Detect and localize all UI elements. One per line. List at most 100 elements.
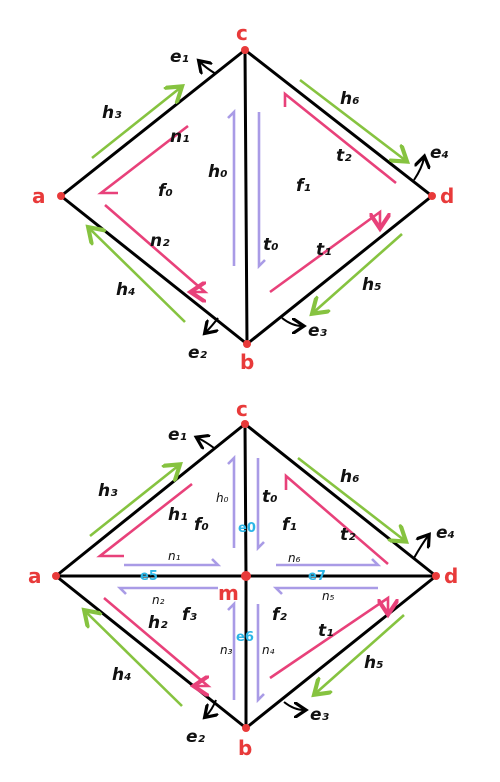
bottom-halfedge-n3-label: n₃ bbox=[220, 643, 233, 657]
bottom-vertex-a-dot bbox=[52, 572, 60, 580]
bottom-vertex-m-dot bbox=[241, 571, 251, 581]
bottom-halfedge-n0-label: h₀ bbox=[216, 491, 229, 505]
bottom-halfedge-h4-arrow bbox=[86, 612, 183, 707]
bottom-vertex-b-label: b bbox=[238, 736, 252, 760]
bottom-halfedge-h1-arrow bbox=[96, 482, 193, 558]
bottom-new-edge-e6-label: e6 bbox=[236, 630, 254, 645]
bottom-halfedge-n1-arrow bbox=[124, 558, 222, 567]
bottom-new-edge-e7-label: e7 bbox=[308, 569, 326, 584]
bottom-edge-e3-arrow bbox=[283, 701, 304, 710]
bottom-edge-b-d bbox=[244, 574, 438, 730]
bottom-edge-a-c bbox=[54, 422, 247, 578]
top-edge-e3-label: e₃ bbox=[308, 321, 328, 341]
top-halfedge-h3-arrow bbox=[91, 88, 180, 160]
bottom-new-edge-e5-label: e5 bbox=[140, 569, 158, 584]
bottom-halfedge-n5-arrow bbox=[272, 586, 378, 595]
top-vertex-a-label: a bbox=[32, 184, 46, 208]
top-vertex-b-label: b bbox=[240, 350, 254, 374]
bottom-face-f1-label: f₁ bbox=[282, 515, 297, 535]
top-halfedge-t2-label: t₂ bbox=[336, 146, 352, 166]
top-halfedge-t0-label: t₀ bbox=[263, 235, 279, 255]
top-edge-a-c bbox=[59, 48, 247, 198]
bottom-edge-c-m bbox=[243, 422, 248, 578]
bottom-vertex-d-label: d bbox=[444, 564, 458, 588]
top-edge-e1-arrow bbox=[200, 62, 217, 75]
bottom-halfedge-h3-arrow bbox=[89, 466, 178, 538]
bottom-halfedge-h5-label: h₅ bbox=[364, 653, 384, 673]
bottom-halfedge-h1-label: h₁ bbox=[168, 505, 188, 525]
bottom-edge-e3-label: e₃ bbox=[310, 705, 330, 725]
bottom-halfedge-h6-label: h₆ bbox=[340, 467, 360, 487]
bottom-vertex-m-label: m bbox=[218, 581, 239, 605]
top-face-f0-label: f₀ bbox=[158, 181, 173, 201]
bottom-halfedge-n5-label: n₅ bbox=[322, 589, 335, 603]
bottom-diagram: a b c d m e₁ e₂ e₃ e₄ e0 e5 e6 e7 h₃ h₄ … bbox=[28, 397, 458, 760]
top-edge-b-d bbox=[245, 194, 434, 346]
bottom-face-f3-label: f₃ bbox=[182, 605, 197, 625]
bottom-halfedge-t0-arrow bbox=[256, 458, 265, 552]
bottom-halfedge-n1-label: n₁ bbox=[168, 549, 181, 563]
top-vertex-d-dot bbox=[428, 192, 436, 200]
bottom-vertex-c-label: c bbox=[236, 397, 248, 421]
top-vertex-d-label: d bbox=[440, 184, 454, 208]
bottom-halfedge-t1-label: t₁ bbox=[318, 621, 334, 641]
top-vertex-b-dot bbox=[243, 340, 251, 348]
bottom-vertex-b-dot bbox=[242, 724, 250, 732]
bottom-halfedge-n4-label: n₄ bbox=[262, 643, 275, 657]
top-halfedge-t1-arrow bbox=[269, 209, 380, 294]
bottom-halfedge-h0-arrow bbox=[227, 454, 236, 548]
bottom-edge-e2-label: e₂ bbox=[186, 727, 206, 747]
bottom-edge-e4-arrow bbox=[413, 536, 428, 559]
bottom-vertex-d-dot bbox=[432, 572, 440, 580]
bottom-halfedge-n2-arrow bbox=[116, 586, 218, 595]
bottom-halfedge-t2-arrow bbox=[284, 473, 389, 565]
top-edge-e4-arrow bbox=[413, 158, 424, 181]
top-edge-e2-label: e₂ bbox=[188, 343, 208, 363]
top-edge-a-b bbox=[59, 194, 249, 346]
bottom-face-f0-label: f₀ bbox=[194, 515, 209, 535]
bottom-halfedge-h2-label: h₂ bbox=[148, 613, 168, 633]
bottom-halfedge-h6-arrow bbox=[297, 456, 404, 540]
top-halfedge-h4-label: h₄ bbox=[116, 280, 136, 300]
top-halfedge-h4-arrow bbox=[90, 229, 186, 323]
top-halfedge-h0-arrow bbox=[227, 108, 236, 266]
top-halfedge-n1-label: n₁ bbox=[170, 127, 190, 147]
bottom-edge-e2-arrow bbox=[206, 699, 216, 716]
bottom-halfedge-h2-arrow bbox=[103, 597, 212, 686]
bottom-halfedge-t2-label: t₂ bbox=[340, 525, 356, 545]
top-halfedge-h5-label: h₅ bbox=[362, 275, 382, 295]
top-vertex-a-dot bbox=[57, 192, 65, 200]
bottom-edge-c-d bbox=[243, 422, 438, 578]
top-vertex-c-dot bbox=[241, 46, 249, 54]
bottom-halfedge-t0-label: t₀ bbox=[262, 487, 278, 507]
bottom-halfedge-h5-arrow bbox=[316, 614, 405, 693]
bottom-halfedge-t1-arrow bbox=[269, 595, 388, 680]
bottom-halfedge-n3-arrow bbox=[227, 600, 236, 700]
top-halfedge-n2-arrow bbox=[104, 204, 209, 292]
top-edge-e4-label: e₄ bbox=[430, 143, 449, 163]
top-edge-c-d bbox=[243, 48, 434, 198]
bottom-halfedge-h4-label: h₄ bbox=[112, 665, 132, 685]
top-vertex-c-label: c bbox=[236, 21, 248, 45]
bottom-halfedge-n2-label: n₂ bbox=[152, 593, 165, 607]
bottom-halfedge-n4-arrow bbox=[256, 604, 265, 704]
top-face-f1-label: f₁ bbox=[296, 176, 311, 196]
top-halfedge-h6-label: h₆ bbox=[340, 89, 360, 109]
top-halfedge-h3-label: h₃ bbox=[102, 103, 122, 123]
bottom-vertex-c-dot bbox=[241, 420, 249, 428]
bottom-face-f2-label: f₂ bbox=[272, 605, 287, 625]
top-edge-c-b bbox=[243, 48, 249, 346]
top-edge-e1-label: e₁ bbox=[170, 47, 189, 67]
top-halfedge-h5-arrow bbox=[314, 233, 403, 312]
top-halfedge-t0-arrow bbox=[257, 112, 266, 270]
top-halfedge-h6-arrow bbox=[299, 78, 405, 160]
bottom-vertex-a-label: a bbox=[28, 564, 42, 588]
bottom-edge-e4-label: e₄ bbox=[436, 523, 455, 543]
bottom-edge-e1-arrow bbox=[198, 438, 215, 448]
bottom-halfedge-n6-label: n₆ bbox=[288, 551, 301, 565]
top-edge-e3-arrow bbox=[281, 317, 302, 326]
top-diagram: a b c d e₁ e₂ e₃ e₄ h₃ h₄ h₅ h₆ n₁ n₂ h₀… bbox=[32, 21, 454, 374]
bottom-halfedge-n6-arrow bbox=[276, 558, 382, 567]
bottom-halfedge-h3-label: h₃ bbox=[98, 481, 118, 501]
